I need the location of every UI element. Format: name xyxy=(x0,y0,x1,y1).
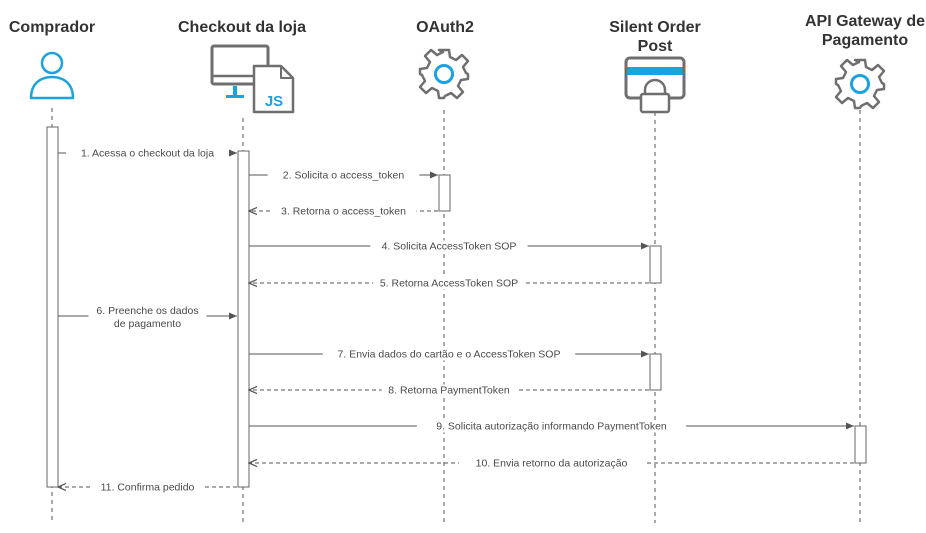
actor-title-gateway: API Gateway de Pagamento xyxy=(804,13,926,49)
message-label-bg xyxy=(267,169,420,182)
user-icon xyxy=(29,51,75,100)
gear-icon xyxy=(418,48,470,100)
message-label-bg xyxy=(370,240,528,253)
messages: 1. Acessa o checkout da loja 2. Solicita … xyxy=(58,147,854,494)
actor-title-sop: Silent Order Post xyxy=(609,19,701,55)
activation-comprador xyxy=(46,126,59,488)
message-label: 4. Solicita AccessToken SOP xyxy=(382,241,517,253)
monitor-js-icon: JS xyxy=(210,44,295,114)
activation-checkout xyxy=(237,150,250,488)
message-label: 7. Envia dados do cartão e o AccessToken… xyxy=(338,349,561,361)
svg-text:JS: JS xyxy=(265,93,283,110)
actor-title-comprador: Comprador xyxy=(8,19,96,36)
message-label: 9. Solicita autorização informando Payme… xyxy=(436,421,667,433)
message-label-bg xyxy=(270,205,417,218)
activation-sop-2 xyxy=(649,353,662,391)
activation-sop-1 xyxy=(649,245,662,284)
actor-title-oauth2: OAuth2 xyxy=(416,19,474,36)
message-label: de pagamento xyxy=(114,318,181,330)
gear-icon xyxy=(834,58,886,110)
message-label: 10. Envia retorno da autorização xyxy=(476,458,628,470)
message-label: 11. Confirma pedido xyxy=(101,482,195,494)
message-label-bg xyxy=(110,318,185,330)
message-label: 8. Retorna PaymentToken xyxy=(388,385,510,397)
message-label-bg xyxy=(91,481,204,494)
activation-oauth2 xyxy=(438,174,451,212)
message-label: 1. Acessa o checkout da loja xyxy=(81,148,214,160)
credit-card-lock-icon xyxy=(624,56,686,114)
message-label-bg xyxy=(88,305,207,317)
message-label-bg xyxy=(322,348,576,361)
activations xyxy=(46,126,867,488)
message-label-bg xyxy=(416,420,687,433)
message-label: 2. Solicita o access_token xyxy=(283,170,405,182)
message-label: 3. Retorna o access_token xyxy=(281,206,406,218)
activation-gateway xyxy=(854,425,867,464)
message-label-bg xyxy=(458,457,645,470)
message-label: 5. Retorna AccessToken SOP xyxy=(380,278,518,290)
message-label-bg xyxy=(373,277,525,290)
actor-title-checkout: Checkout da loja xyxy=(177,19,307,36)
message-label-bg xyxy=(381,384,517,397)
message-label: 6. Preenche os dados xyxy=(96,305,198,317)
message-label-bg xyxy=(66,147,229,160)
